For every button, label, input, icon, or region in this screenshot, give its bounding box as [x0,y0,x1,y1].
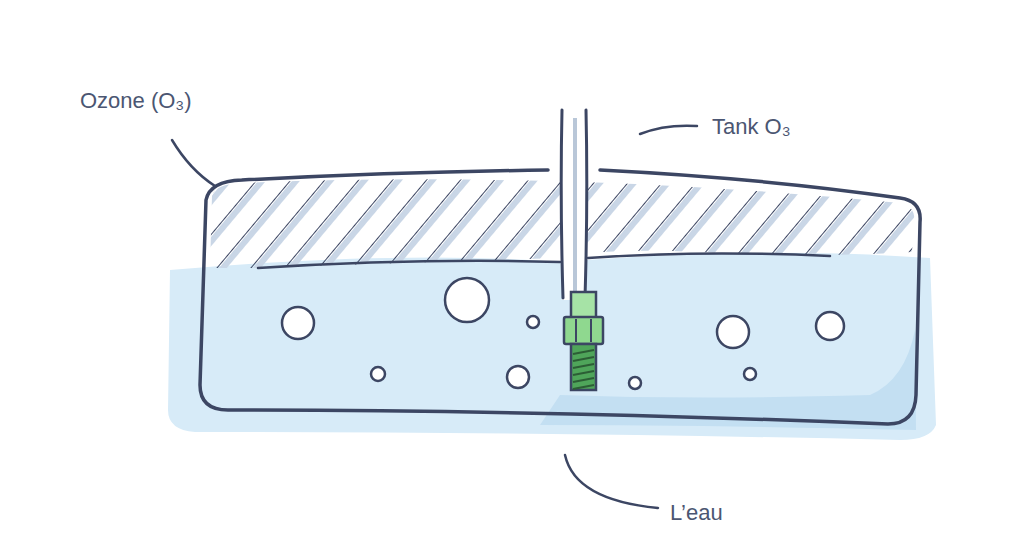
bubble [371,367,385,381]
leader-line [565,455,658,508]
part-label: Tank O₃ [712,114,791,140]
bubble [816,312,844,340]
bubble [527,316,539,328]
thread-lines [573,350,594,389]
water-surface [258,253,830,268]
thread-stroke [573,371,594,375]
thread-stroke [573,378,594,382]
bubble [744,368,756,380]
thread-stroke [573,364,594,368]
leader-line [172,140,215,186]
ozone-tube [561,110,587,298]
nut-edge [590,319,592,342]
bubble [629,377,641,389]
diffuser-nut [564,317,603,344]
leader-line [640,126,697,134]
tube-highlight [573,118,577,295]
bubble [445,278,489,322]
part-label: Ozone (O₃) [80,88,192,114]
thread-stroke [573,350,594,354]
bubble [717,316,749,348]
tube-fill [562,110,586,300]
diffuser-thread [571,344,596,390]
thread-stroke [573,385,594,389]
bubble [282,307,314,339]
diffuser-cap [571,292,596,318]
part-label: L’eau [670,500,723,526]
nut-edge [575,319,577,342]
bubble [507,366,529,388]
thread-stroke [573,357,594,361]
